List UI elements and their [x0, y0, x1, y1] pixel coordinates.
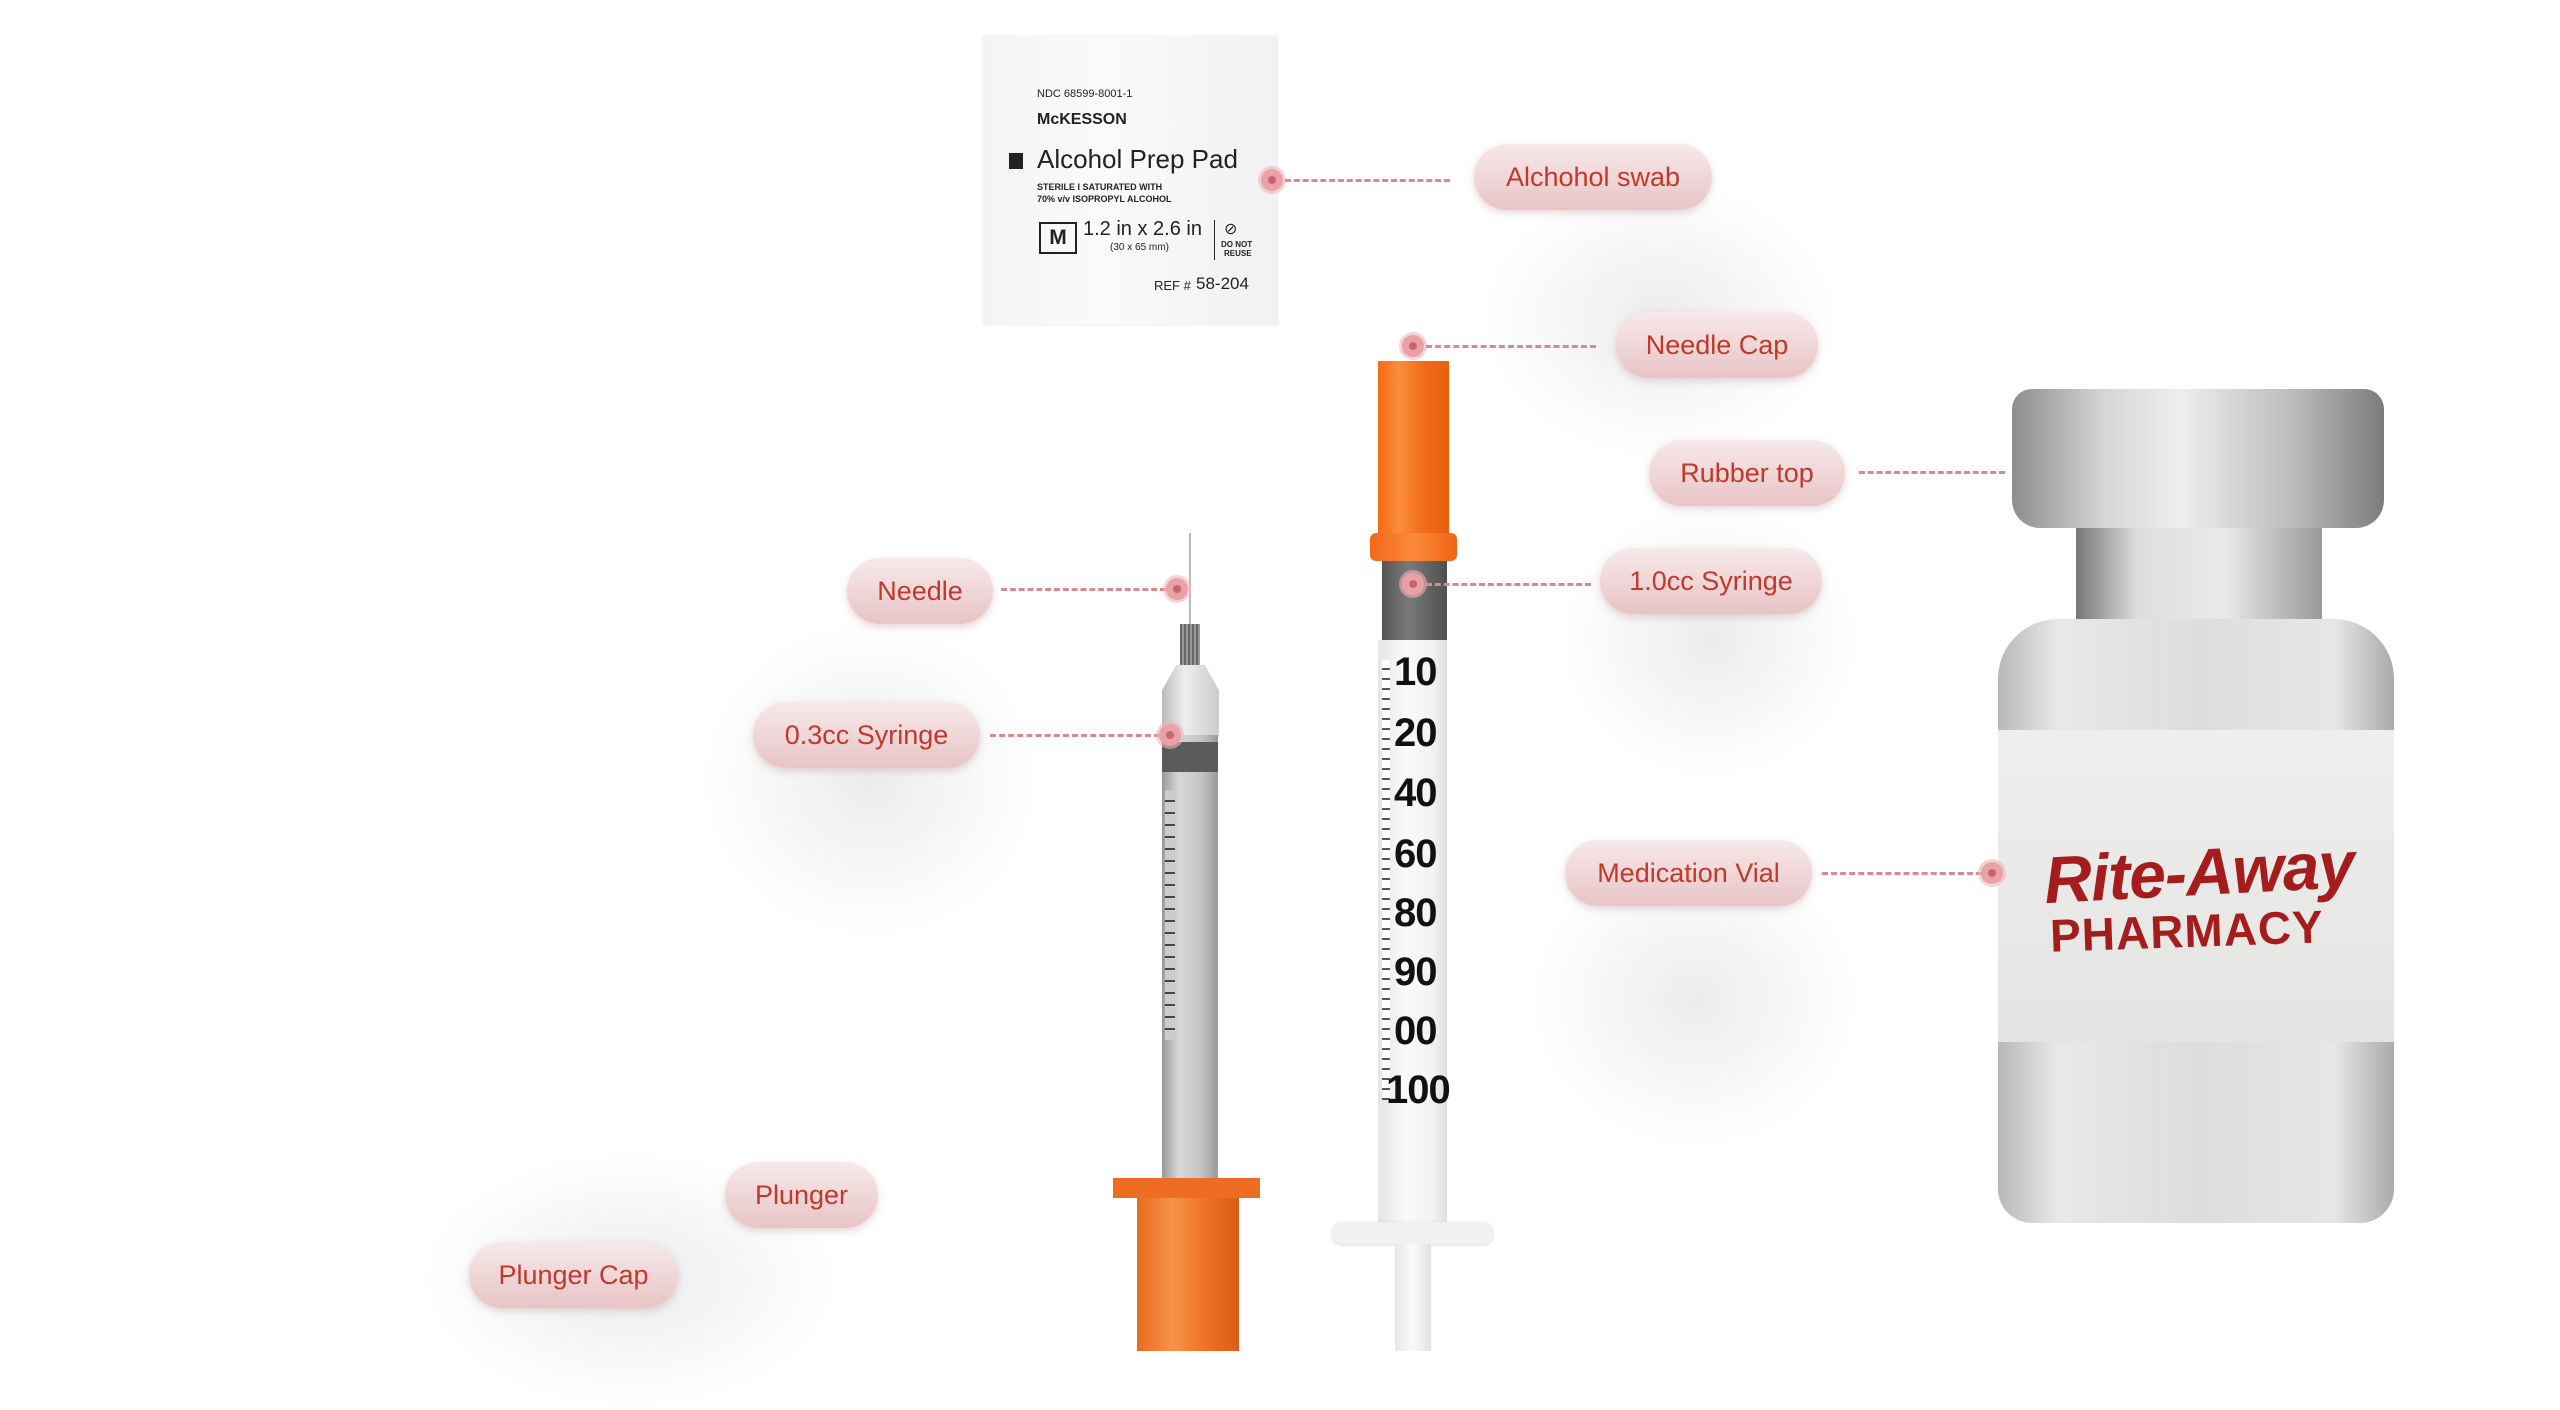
scale-label: 20 [1394, 711, 1437, 755]
label-plunger-cap[interactable]: Plunger Cap [469, 1242, 678, 1308]
scale-label: 100 [1386, 1068, 1451, 1112]
needle-cap-rim [1370, 533, 1457, 561]
pad-reuse: DO NOT [1221, 240, 1253, 249]
alcohol-prep-pad: NDC 68599-8001-1 McKESSON Alcohol Prep P… [983, 36, 1278, 325]
callout-line [1285, 179, 1450, 182]
pad-reuse: REUSE [1224, 249, 1252, 258]
needle [1189, 533, 1191, 628]
vial-sub: PHARMACY [2049, 900, 2325, 962]
pad-desc: 70% v/v ISOPROPYL ALCOHOL [1037, 194, 1172, 204]
label-03cc-syringe[interactable]: 0.3cc Syringe [753, 702, 980, 768]
label-alcohol-swab[interactable]: Alchohol swab [1474, 144, 1712, 210]
label-needle[interactable]: Needle [847, 558, 993, 624]
label-needle-cap[interactable]: Needle Cap [1616, 312, 1818, 378]
pad-title: Alcohol Prep Pad [1037, 144, 1238, 174]
barrel-ticks [1165, 790, 1175, 1040]
pad-size-code: M [1039, 222, 1077, 254]
background-shadow [700, 620, 1040, 940]
callout-dot [1261, 169, 1283, 191]
no-reuse-icon: ⊘ [1224, 221, 1238, 238]
plunger-rod [1395, 1244, 1431, 1351]
scale-label: 40 [1394, 771, 1437, 815]
callout-line [1859, 471, 2005, 474]
label-plunger[interactable]: Plunger [725, 1162, 878, 1228]
scale-label: 90 [1394, 950, 1437, 994]
scale-label: 00 [1394, 1009, 1437, 1053]
callout-dot [1981, 862, 2003, 884]
pad-divider [1214, 220, 1215, 260]
pad-size-mm: (30 x 65 mm) [1110, 242, 1169, 253]
label-medication-vial[interactable]: Medication Vial [1565, 840, 1812, 906]
pad-ndc: NDC 68599-8001-1 [1037, 88, 1133, 100]
scale-label: 60 [1394, 832, 1437, 876]
label-rubber-top[interactable]: Rubber top [1649, 440, 1845, 506]
scale-label: 10 [1394, 650, 1437, 694]
pad-square-mark [1009, 153, 1023, 169]
pad-brand: McKESSON [1037, 111, 1127, 128]
needle-hub [1180, 624, 1200, 674]
plunger-flange [1113, 1178, 1260, 1198]
pad-size: 1.2 in x 2.6 in [1083, 218, 1202, 240]
plunger [1137, 1198, 1239, 1351]
callout-dot [1402, 335, 1424, 357]
callout-line [1001, 588, 1166, 591]
needle-cap [1378, 361, 1449, 539]
callout-line [1426, 345, 1596, 348]
label-1cc-syringe[interactable]: 1.0cc Syringe [1600, 548, 1822, 614]
background-shadow [1560, 500, 1860, 780]
vial-label [1998, 730, 2394, 1042]
callout-dot [1402, 573, 1424, 595]
callout-dot [1159, 724, 1181, 746]
vial-cap [2012, 389, 2384, 528]
callout-dot [1166, 578, 1188, 600]
barrel-band [1162, 742, 1218, 772]
pad-ref-label: REF # [1154, 278, 1191, 293]
callout-line [1426, 583, 1591, 586]
pad-ref: 58-204 [1196, 274, 1249, 293]
callout-line [990, 734, 1160, 737]
syringe-ticks [1382, 660, 1390, 1100]
syringe-flange [1332, 1222, 1493, 1244]
pad-desc: STERILE I SATURATED WITH [1037, 182, 1163, 192]
scale-label: 80 [1394, 891, 1437, 935]
medication-vial: Rite-Away PHARMACY [1994, 389, 2394, 1223]
callout-line [1822, 872, 1982, 875]
